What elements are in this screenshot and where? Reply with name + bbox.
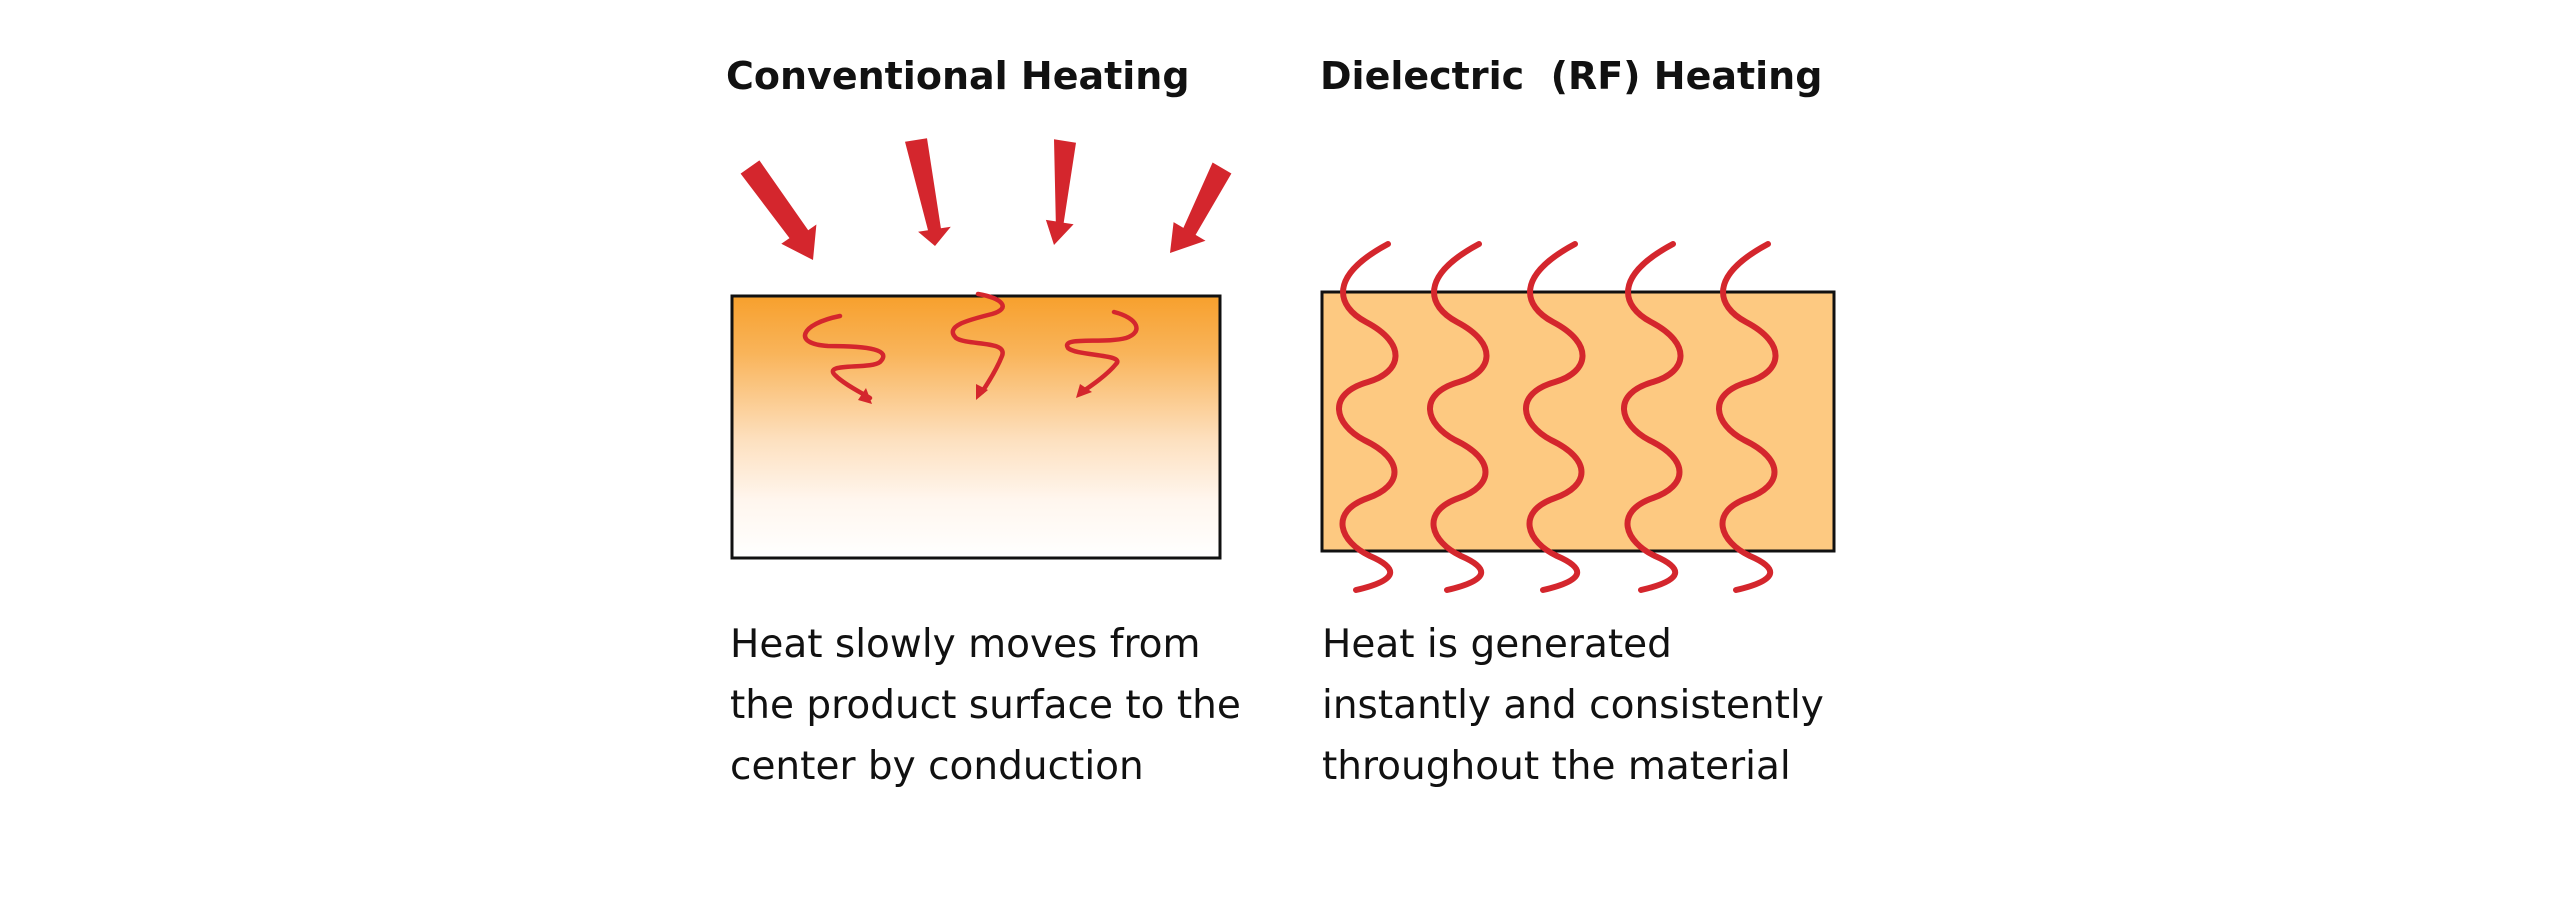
conduction-squiggle-arrow-icon	[802, 313, 886, 404]
rf-wave-icon	[1336, 241, 1399, 593]
rf-wave-icon	[1427, 241, 1490, 593]
caption-line: throughout the material	[1322, 744, 1791, 789]
conventional-heating-caption: Heat slowly moves from the product surfa…	[730, 614, 1241, 797]
caption-line: the product surface to the	[730, 683, 1241, 728]
conventional-heating-panel: Conventional Heating	[720, 0, 1260, 918]
external-heat-arrow-icon	[1045, 139, 1076, 245]
caption-line: center by conduction	[730, 744, 1144, 789]
external-heat-arrow-icon	[1170, 162, 1232, 253]
rf-wave-icon	[1716, 241, 1779, 593]
external-heat-arrow-icon	[905, 138, 951, 246]
product-block	[730, 294, 1222, 560]
dielectric-heating-diagram	[1320, 241, 1836, 593]
caption-line: instantly and consistently	[1322, 683, 1824, 728]
material-block	[1320, 290, 1836, 553]
conventional-heating-title: Conventional Heating	[726, 54, 1190, 98]
conduction-squiggle-arrow-icon	[1064, 309, 1139, 398]
conventional-heating-diagram	[730, 138, 1232, 560]
external-heat-arrow-icon	[740, 160, 817, 260]
conduction-squiggle-arrow-icon	[950, 291, 1005, 400]
caption-line: Heat is generated	[1322, 622, 1672, 667]
rf-wave-icon	[1523, 241, 1586, 593]
caption-line: Heat slowly moves from	[730, 622, 1201, 667]
rf-wave-icon	[1621, 241, 1684, 593]
dielectric-heating-title: Dielectric (RF) Heating	[1320, 54, 1823, 98]
dielectric-heating-caption: Heat is generated instantly and consiste…	[1322, 614, 1824, 797]
dielectric-heating-panel: Dielectric (RF) Heating Heat is generate…	[1318, 0, 1878, 918]
